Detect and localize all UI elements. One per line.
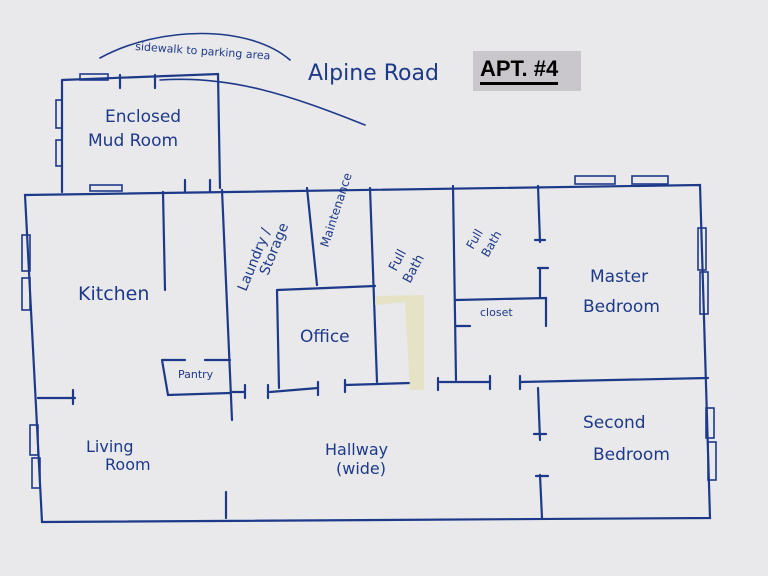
apartment-number: APT. #4 [480,56,559,85]
hallway-label-2: (wide) [336,459,386,478]
living-label-2: Room [105,455,151,474]
second-label-1: Second [583,413,646,433]
kitchen-living-wall [36,388,77,406]
alpine-road-label: Alpine Road [308,61,439,86]
maintenance-wall [305,186,319,287]
sidewalk-curve-bottom [159,78,366,126]
master-wall [536,184,542,300]
pantry-label: Pantry [178,368,214,381]
apartment-badge: APT. #4 [473,51,581,91]
sidewalk-curve-top [99,32,291,61]
window-left-2 [21,277,31,311]
living-label-1: Living [86,437,134,456]
window-left-4 [31,457,41,489]
pantry-walls [160,358,232,397]
window-mud-side-2 [55,139,63,167]
office-label: Office [300,327,350,347]
window-mud-side [55,99,63,129]
office-walls [275,284,377,390]
tape-piece [375,295,424,390]
mud-room-door-ticks [118,73,212,194]
master-label-1: Master [590,267,648,287]
window-master-top-2 [631,175,669,185]
window-mud-top [79,73,109,81]
window-left-3 [29,424,39,456]
mud-room-wall [60,72,222,194]
window-right-4 [707,441,717,481]
mud-room-label-1: Enclosed [105,107,181,127]
sidewalk-note: sidewalk to parking area [135,40,271,62]
kitchen-inner-wall [161,190,167,292]
window-master-top-1 [574,175,616,185]
window-kitchen-top [89,184,123,192]
closet-label: closet [480,306,513,319]
laundry-wall [220,188,234,422]
kitchen-label: Kitchen [78,283,149,305]
bath2-wall [451,184,458,382]
outer-wall [23,183,712,524]
window-left-1 [21,234,31,272]
second-label-2: Bedroom [593,445,670,465]
window-right-3 [705,407,715,439]
second-bedroom-wall [536,386,544,520]
maintenance-label: Maintenance [318,171,355,249]
window-right-1 [697,227,707,271]
hall-top-wall [230,376,710,394]
door-ticks [243,238,550,478]
hallway-label-1: Hallway [325,440,388,459]
window-right-2 [699,271,709,315]
master-label-2: Bedroom [583,297,660,317]
mud-room-label-2: Mud Room [88,131,178,151]
closet-walls [454,296,548,328]
